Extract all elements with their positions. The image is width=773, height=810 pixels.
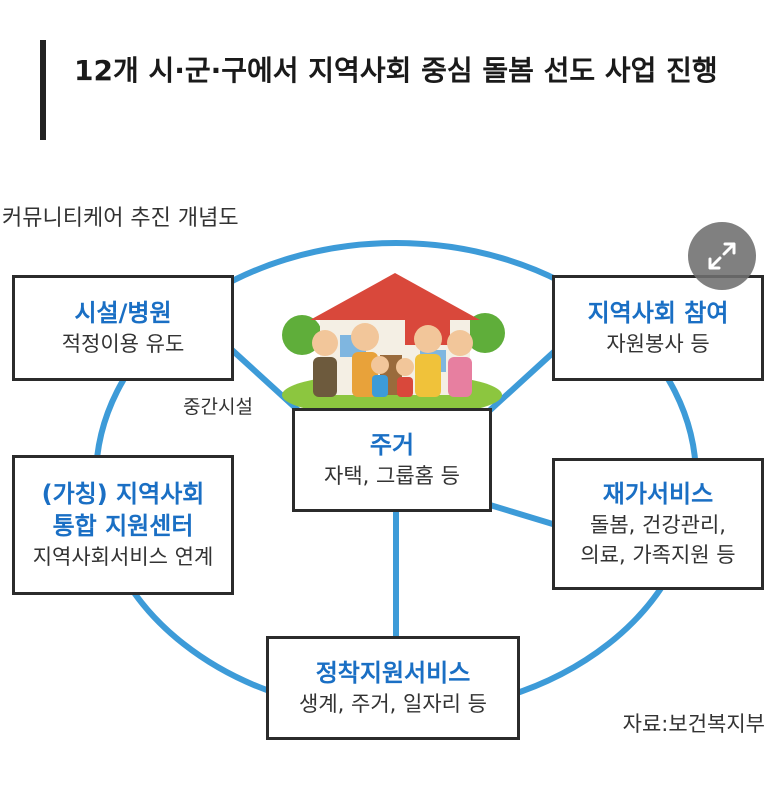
node-center-title-line2: 통합 지원센터 [52,512,194,540]
node-facility-desc: 적정이용 유도 [61,332,185,356]
node-facility-title: 시설/병원 [74,299,172,327]
headline-accent-bar [40,40,46,140]
expand-image-button[interactable] [688,222,756,290]
connector-housing-homecare [489,502,557,528]
node-homecare-desc-line2: 의료, 가족지원 등 [580,543,736,567]
article-headline: 12개 시·군·구에서 지역사회 중심 돌봄 선도 사업 진행 [74,54,718,87]
figure-source: 자료:보건복지부 [622,712,765,736]
node-community-desc: 자원봉사 등 [606,332,710,356]
node-center-title-line1: (가칭) 지역사회 [41,480,205,508]
connector-housing-community [485,347,559,415]
figure-caption: 커뮤니티케어 추진 개념도 [2,206,239,231]
node-settlement-desc: 생계, 주거, 일자리 등 [299,692,487,716]
node-community-participation: 지역사회 참여 자원봉사 등 [552,275,764,381]
expand-arrows-icon [708,242,736,270]
node-housing-title: 주거 [369,431,415,459]
node-homecare-desc-line1: 돌봄, 건강관리, [590,513,726,537]
node-settlement-title: 정착지원서비스 [315,659,471,687]
node-settlement-support: 정착지원서비스 생계, 주거, 일자리 등 [266,636,520,740]
node-center-desc: 지역사회서비스 연계 [32,545,214,569]
house-family-illustration [282,273,505,415]
node-homecare-title: 재가서비스 [602,480,714,508]
node-facility-hospital: 시설/병원 적정이용 유도 [12,275,234,381]
middle-facility-label: 중간시설 [183,396,253,418]
node-homecare-service: 재가서비스 돌봄, 건강관리, 의료, 가족지원 등 [552,458,764,590]
node-housing: 주거 자택, 그룹홈 등 [292,408,492,512]
node-integrated-support-center: (가칭) 지역사회 통합 지원센터 지역사회서비스 연계 [12,455,234,595]
node-community-title: 지역사회 참여 [587,299,729,327]
node-housing-desc: 자택, 그룹홈 등 [324,464,460,488]
